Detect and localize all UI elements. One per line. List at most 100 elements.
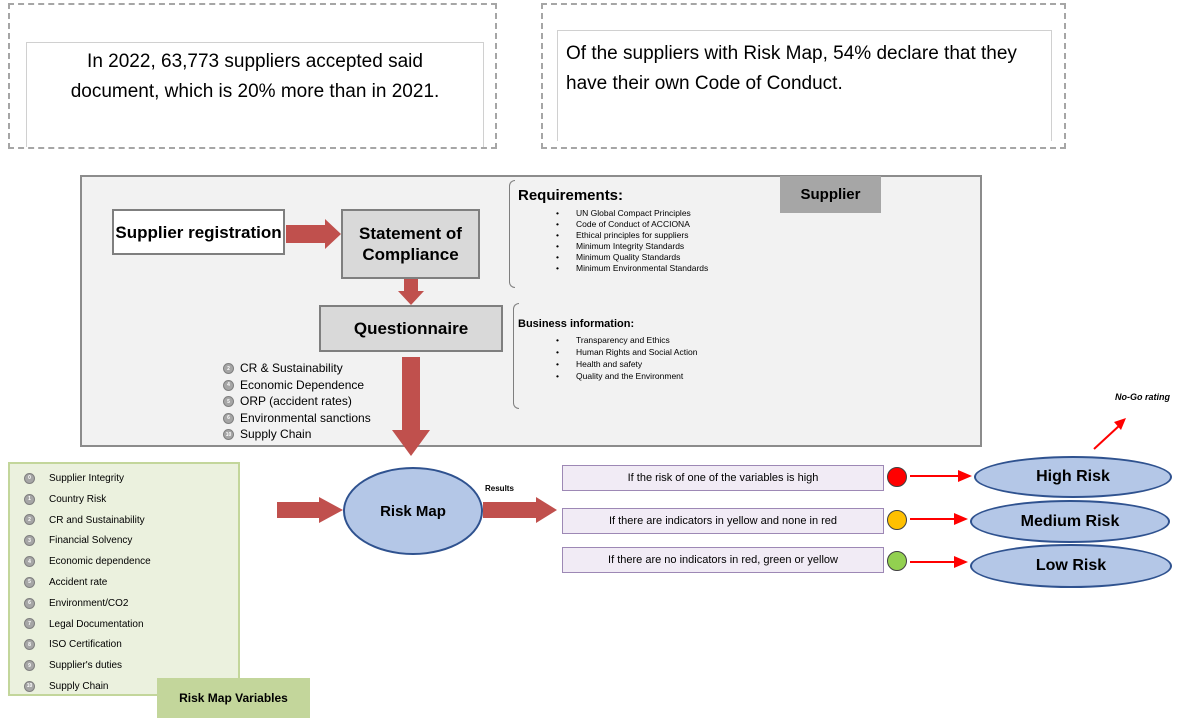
risk-variable-label: Legal Documentation — [49, 618, 144, 630]
requirements-list: UN Global Compact PrinciplesCode of Cond… — [520, 208, 708, 274]
number-badge-icon: 6 — [223, 412, 234, 424]
business-item: Transparency and Ethics — [520, 334, 697, 346]
questionnaire-variables: 2 CR & Sustainability 4 Economic Dependence… — [223, 360, 371, 443]
number-badge-icon: 4 — [223, 379, 234, 391]
no-go-label: No-Go rating — [1115, 392, 1170, 402]
risk-variable-label: Accident rate — [49, 577, 108, 588]
number-badge-icon: 4 — [24, 556, 35, 568]
requirement-item: Minimum Environmental Standards — [520, 263, 708, 274]
arrow-variables-to-riskmap — [277, 497, 343, 523]
connector-low-head — [954, 556, 968, 568]
number-badge-icon: 1 — [24, 493, 35, 505]
questionnaire-variable: 4 Economic Dependence — [223, 377, 371, 394]
number-badge-icon: 5 — [223, 396, 234, 408]
statement-of-compliance-box: Statement of Compliance — [341, 209, 480, 279]
questionnaire-label: Questionnaire — [353, 319, 469, 338]
no-go-arrow-head — [1114, 418, 1126, 430]
number-badge-icon: 8 — [24, 639, 35, 651]
risk-map-node: Risk Map — [343, 467, 483, 555]
callout-left-text: In 2022, 63,773 suppliers accepted said … — [70, 51, 440, 102]
number-badge-icon: 3 — [24, 535, 35, 547]
risk-variable-label: Supply Chain — [49, 681, 109, 692]
supplier-tag-label: Supplier — [800, 186, 861, 203]
connector-high-head — [958, 470, 972, 482]
callout-right-inner: Of the suppliers with Risk Map, 54% decl… — [557, 30, 1052, 141]
supplier-registration-label: Supplier registration — [115, 222, 282, 242]
number-badge-icon: 9 — [24, 660, 35, 672]
requirement-item: Minimum Quality Standards — [520, 252, 708, 263]
number-badge-icon: 2 — [223, 363, 234, 375]
questionnaire-variable-label: Supply Chain — [240, 427, 312, 441]
questionnaire-box: Questionnaire — [319, 305, 503, 352]
supplier-tag: Supplier — [780, 176, 881, 213]
requirements-title: Requirements: — [518, 187, 624, 204]
business-item: Health and safety — [520, 358, 697, 370]
questionnaire-variable: 10 Supply Chain — [223, 426, 371, 443]
business-brace — [513, 303, 519, 409]
risk-variable-item: 4 Economic dependence — [24, 555, 151, 569]
requirement-item: Ethical principles for suppliers — [520, 230, 708, 241]
callout-left-inner: In 2022, 63,773 suppliers accepted said … — [26, 42, 484, 147]
callout-left: In 2022, 63,773 suppliers accepted said … — [8, 3, 497, 149]
requirement-item: Minimum Integrity Standards — [520, 241, 708, 252]
business-item: Quality and the Environment — [520, 370, 697, 382]
results-label: Results — [485, 484, 514, 493]
high-risk-label: High Risk — [1036, 468, 1110, 485]
medium-risk-label: Medium Risk — [1020, 512, 1120, 530]
condition-low-text: If there are no indicators in red, green… — [608, 554, 838, 566]
questionnaire-variable-label: Economic Dependence — [240, 377, 365, 392]
risk-map-variables-title: Risk Map Variables — [157, 678, 310, 718]
risk-variable-label: Supplier Integrity — [49, 473, 125, 484]
arrow-riskmap-to-results — [483, 497, 557, 523]
high-risk-node: High Risk — [974, 456, 1172, 498]
requirement-item: UN Global Compact Principles — [520, 208, 708, 219]
number-badge-icon: 6 — [24, 597, 35, 609]
green-light-icon — [887, 551, 907, 571]
risk-variable-label: CR and Sustainability — [49, 514, 145, 526]
risk-variable-item: 2 CR and Sustainability — [24, 514, 145, 528]
yellow-light-icon — [887, 510, 907, 530]
risk-variable-label: Economic dependence — [49, 556, 151, 568]
red-light-icon — [887, 467, 907, 487]
supplier-registration-box: Supplier registration — [112, 209, 285, 255]
questionnaire-variable-label: CR & Sustainability — [240, 361, 343, 375]
questionnaire-variable: 2 CR & Sustainability — [223, 360, 371, 377]
condition-medium: If there are indicators in yellow and no… — [562, 508, 884, 534]
condition-high-text: If the risk of one of the variables is h… — [627, 472, 819, 484]
number-badge-icon: 10 — [223, 429, 234, 441]
risk-variable-item: 8 ISO Certification — [24, 638, 122, 652]
arrow-registration-to-statement — [286, 219, 341, 249]
no-go-arrow — [1093, 424, 1121, 450]
risk-variable-label: Supplier's duties — [49, 660, 123, 672]
condition-high: If the risk of one of the variables is h… — [562, 465, 884, 491]
risk-variable-item: 7 Legal Documentation — [24, 618, 144, 632]
callout-right-text: Of the suppliers with Risk Map, 54% decl… — [566, 43, 1017, 94]
number-badge-icon: 7 — [24, 618, 35, 630]
business-list: Transparency and EthicsHuman Rights and … — [520, 334, 697, 382]
risk-variable-label: ISO Certification — [49, 639, 122, 651]
questionnaire-variable: 6 Environmental sanctions — [223, 410, 371, 427]
risk-map-variables-title-text: Risk Map Variables — [179, 691, 288, 705]
statement-of-compliance-label: Statement of Compliance — [359, 224, 462, 264]
business-item: Human Rights and Social Action — [520, 346, 697, 358]
risk-variable-item: 5 Accident rate — [24, 576, 107, 590]
condition-low: If there are no indicators in red, green… — [562, 547, 884, 573]
connector-medium-head — [954, 513, 968, 525]
callout-right: Of the suppliers with Risk Map, 54% decl… — [541, 3, 1066, 149]
number-badge-icon: 5 — [24, 576, 35, 588]
risk-variable-item: 9 Supplier's duties — [24, 659, 122, 673]
requirement-item: Code of Conduct of ACCIONA — [520, 219, 708, 230]
low-risk-label: Low Risk — [1035, 557, 1107, 574]
business-title: Business information: — [518, 318, 635, 330]
number-badge-icon: 2 — [24, 514, 35, 526]
questionnaire-variable-label: Environmental sanctions — [240, 410, 371, 425]
requirements-brace — [509, 180, 515, 288]
risk-variable-label: Environment/CO2 — [49, 597, 129, 609]
